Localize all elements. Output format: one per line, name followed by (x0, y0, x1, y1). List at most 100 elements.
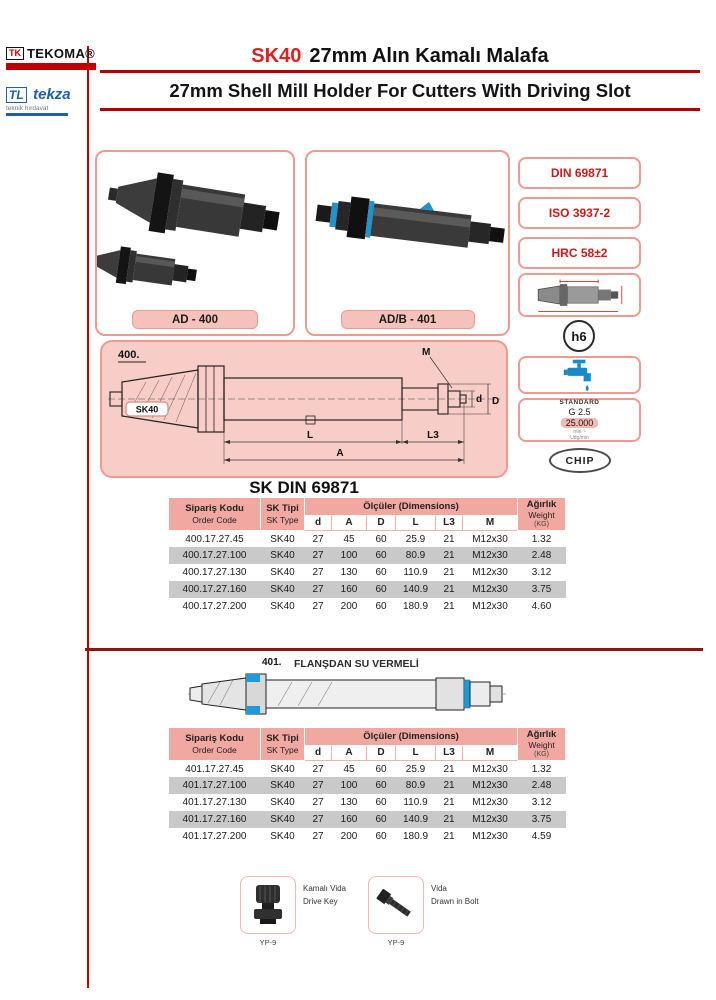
header-dimensions: Ölçüler (Dimensions) (303, 727, 519, 746)
table-cell: M12x30 (462, 760, 518, 778)
table-cell: 401.17.27.45 (168, 760, 261, 778)
table-cell: 4.60 (517, 598, 566, 616)
table-cell: 25.9 (395, 760, 436, 778)
dim-label-d: d (476, 394, 482, 405)
table-cell: SK40 (260, 547, 305, 565)
table-cell: 21 (435, 760, 463, 778)
accessory-code: YP-9 (387, 938, 405, 947)
header-dim-L: L (395, 514, 436, 531)
table-cell: 400.17.27.100 (168, 547, 261, 565)
header-dim-D: D (366, 744, 396, 761)
header-dim-M: M (461, 744, 519, 761)
left-red-rule (87, 46, 89, 988)
table-cell: SK40 (260, 794, 305, 812)
badge-coolant (518, 356, 641, 394)
table-cell: 27 (304, 530, 332, 548)
badge-h6-tolerance: h6 (563, 320, 595, 352)
table-cell: SK40 (260, 760, 305, 778)
tekza-logo: TL tekza teknik hırdavat (6, 86, 98, 116)
table-cell: 160 (331, 811, 367, 829)
table-cell: 3.12 (517, 564, 566, 582)
header-dim-D: D (366, 514, 396, 531)
table-cell: 45 (331, 760, 367, 778)
dim-label-D: D (492, 396, 499, 407)
table-cell: 80.9 (395, 547, 436, 565)
table-cell: 27 (304, 828, 332, 846)
section-divider (85, 648, 703, 651)
header-dim-M: M (461, 514, 519, 531)
tool-dimensions-icon (537, 279, 622, 312)
technical-drawing-400: 400. SK40 M d D L L3 A (100, 340, 508, 478)
badge-chip: CHIP (549, 448, 611, 473)
table-cell: M12x30 (462, 828, 518, 846)
accessory-label-en: Drive Key (303, 897, 338, 906)
table-cell: 27 (304, 794, 332, 812)
header-dim-d: d (304, 744, 332, 761)
table-cell: 21 (435, 777, 463, 795)
drawing-400-svg: 400. SK40 M d D L L3 A (108, 347, 500, 464)
title-text-tr: 27mm Alın Kamalı Malafa (309, 45, 549, 67)
table-cell: M12x30 (462, 581, 518, 599)
table-cell: 401.17.27.200 (168, 828, 261, 846)
badge-hrc: HRC 58±2 (518, 237, 641, 269)
badge-din: DIN 69871 (518, 157, 641, 189)
drawing-401-title: FLANŞDAN SU VERMELİ (294, 658, 419, 670)
standard-rpm: 25.000 (560, 418, 599, 428)
table-cell: 3.75 (517, 581, 566, 599)
table-cell: 60 (366, 760, 396, 778)
header-dim-L3: L3 (435, 514, 463, 531)
table-cell: 60 (366, 794, 396, 812)
table-cell: SK40 (260, 828, 305, 846)
header-dim-L3: L3 (435, 744, 463, 761)
table-cell: SK40 (260, 777, 305, 795)
badge-tool-dimensions (518, 273, 641, 317)
standard-label: STANDARD (559, 399, 600, 406)
table-cell: 1.32 (517, 530, 566, 548)
tekza-tagline: teknik hırdavat (6, 105, 49, 112)
table-cell: 60 (366, 777, 396, 795)
table-cell: 21 (435, 547, 463, 565)
dim-label-M: M (422, 347, 430, 358)
table-cell: 21 (435, 794, 463, 812)
tekoma-name: TEKOMA® (27, 46, 96, 61)
table-cell: 110.9 (395, 794, 436, 812)
header-dimensions: Ölçüler (Dimensions) (303, 497, 519, 516)
table-cell: 200 (331, 598, 367, 616)
table-cell: 60 (366, 530, 396, 548)
table-cell: M12x30 (462, 598, 518, 616)
header-dim-L: L (395, 744, 436, 761)
table-cell: 27 (304, 581, 332, 599)
badge-iso: ISO 3937-2 (518, 197, 641, 229)
table-cell: 25.9 (395, 530, 436, 548)
table-cell: 401.17.27.100 (168, 777, 261, 795)
table-cell: 400.17.27.160 (168, 581, 261, 599)
table-cell: 27 (304, 598, 332, 616)
table-cell: 3.12 (517, 794, 566, 812)
table-cell: M12x30 (462, 811, 518, 829)
dim-label-L3: L3 (427, 430, 439, 441)
table-cell: 60 (366, 564, 396, 582)
tekza-name: tekza (33, 86, 71, 103)
tekza-bar (6, 113, 68, 116)
table-cell: SK40 (260, 581, 305, 599)
table-cell: M12x30 (462, 564, 518, 582)
table-cell: 400.17.27.200 (168, 598, 261, 616)
table-cell: 21 (435, 530, 463, 548)
product-label-ad-400: AD - 400 (132, 310, 258, 329)
product-box-ad-400: AD - 400 (90, 150, 295, 336)
table-cell: 21 (435, 598, 463, 616)
header-dim-A: A (331, 514, 367, 531)
table-cell: 180.9 (395, 828, 436, 846)
